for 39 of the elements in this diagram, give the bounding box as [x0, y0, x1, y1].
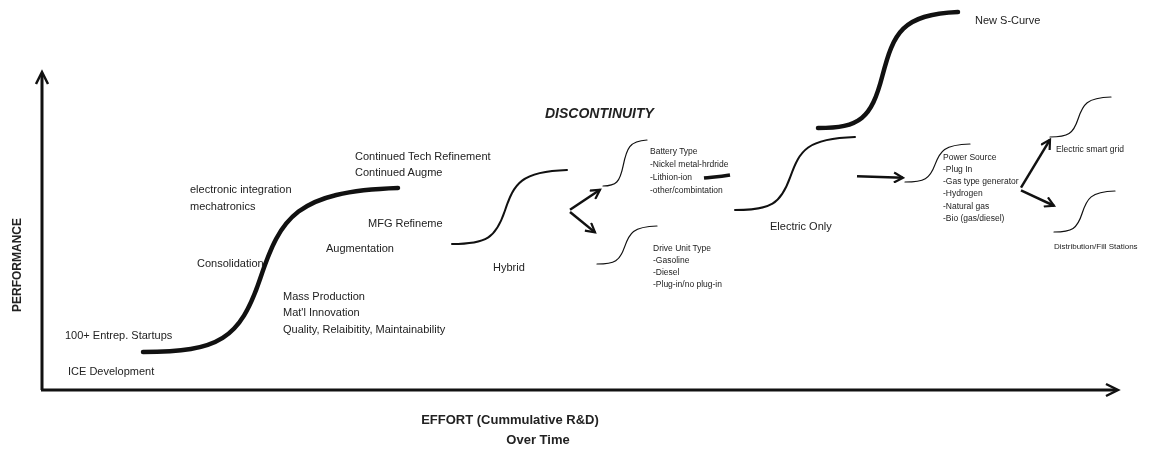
axis-label: PERFORMANCE: [9, 218, 25, 312]
stage-label: 100+ Entrep. Startups: [65, 329, 173, 343]
stage-label: Mass Production: [283, 290, 365, 304]
list-item: -Plug In: [943, 164, 973, 175]
list-item: -Diesel: [653, 267, 680, 278]
arrow: [856, 171, 905, 184]
list-item: -Gasoline: [653, 255, 690, 266]
stage-label: ICE Development: [68, 365, 155, 379]
arrow: [569, 211, 597, 234]
curve-label: Distribution/Fill Stations: [1054, 242, 1138, 252]
stage-label: Augmentation: [326, 242, 394, 256]
curve-label: Electric smart grid: [1056, 144, 1124, 155]
list-item: -Nickel metal-hrdride: [650, 159, 729, 170]
list-item: -Gas type generator: [943, 176, 1019, 187]
curve-label: Electric Only: [770, 220, 832, 234]
stage-label: Consolidation: [197, 257, 264, 271]
list-item: -Plug-in/no plug-in: [653, 279, 722, 290]
stage-label: Continued Tech Refinement: [355, 150, 491, 164]
list-item: -Lithion-ion: [650, 172, 693, 183]
arrow: [569, 188, 602, 211]
list-item: -Hydrogen: [943, 188, 983, 199]
curve-label: New S-Curve: [975, 14, 1041, 28]
stage-label: electronic integration mechatronics: [190, 182, 293, 214]
curve-label: Hybrid: [493, 261, 525, 275]
axis-label: EFFORT (Cummulative R&D): [421, 412, 599, 428]
curve-label: Power Source: [943, 152, 997, 163]
list-item: -Bio (gas/diesel): [943, 213, 1005, 224]
curve-label: Battery Type: [650, 146, 698, 157]
stage-label: Continued Augme: [355, 166, 443, 180]
axis-label: Over Time: [506, 432, 570, 448]
stage-label: Mat'l Innovation: [283, 306, 360, 320]
heading: DISCONTINUITY: [545, 105, 654, 122]
arrow: [1019, 138, 1052, 189]
list-item: -Natural gas: [943, 201, 990, 212]
list-item: -other/combintation: [650, 185, 723, 196]
stage-label: Quality, Relaibitity, Maintainability: [283, 323, 446, 337]
stage-label: MFG Refineme: [368, 217, 443, 231]
arrow: [1020, 189, 1056, 208]
curve-label: Drive Unit Type: [653, 243, 711, 254]
